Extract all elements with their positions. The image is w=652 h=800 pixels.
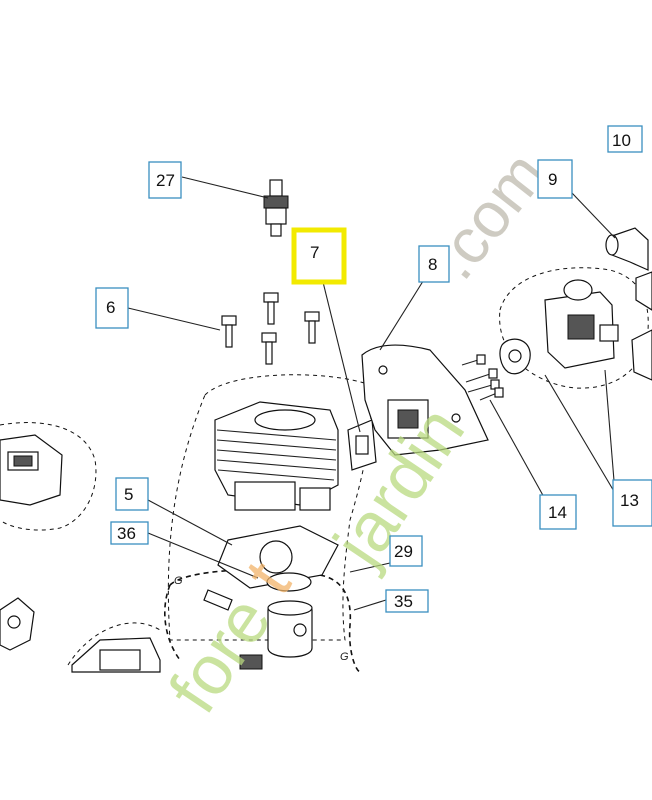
label-6: 6 (95, 287, 129, 329)
crankcase-group-outline-left (164, 584, 181, 661)
marker-g-left: G (174, 575, 183, 587)
muffler-part (0, 434, 63, 506)
label-29: 29 (389, 535, 423, 567)
label-36: 36 (110, 521, 149, 545)
svg-text:27: 27 (156, 171, 175, 190)
svg-text:35: 35 (394, 592, 413, 611)
piston-part (267, 600, 313, 658)
ignition-module-part (0, 597, 35, 651)
watermark-fore: fore (154, 583, 286, 727)
intake-baffle-part (361, 344, 489, 456)
cylinder-group-outline (167, 374, 372, 641)
carburetor-bolts-part (461, 354, 504, 401)
cylinder-screws-part (221, 292, 320, 365)
muffler-group-outline (0, 422, 97, 531)
label-7-highlighted: 7 (291, 227, 347, 285)
wrist-pin-part (203, 589, 233, 611)
label-10: 10 (607, 125, 643, 153)
spark-plug-part (263, 179, 289, 237)
cylinder-gasket-part (217, 525, 339, 589)
intake-gasket-part (347, 419, 377, 471)
leader-lines (127, 176, 616, 611)
svg-text:29: 29 (394, 542, 413, 561)
svg-text:13: 13 (620, 491, 639, 510)
marker-g-right: G (340, 651, 349, 663)
carburetor-part (499, 279, 619, 375)
right-edge-parts (631, 271, 652, 381)
svg-text:9: 9 (548, 170, 557, 189)
label-35: 35 (385, 589, 429, 613)
svg-text:5: 5 (124, 485, 133, 504)
lower-left-outline (67, 622, 161, 666)
label-14: 14 (539, 494, 577, 530)
label-9: 9 (537, 159, 573, 199)
label-8: 8 (418, 245, 450, 283)
label-27: 27 (148, 161, 182, 199)
svg-text:36: 36 (117, 524, 136, 543)
svg-text:8: 8 (428, 255, 437, 274)
piston-ring-part (266, 572, 312, 592)
svg-text:7: 7 (310, 243, 319, 262)
label-5: 5 (115, 477, 149, 511)
fuel-fitting-part (605, 227, 649, 271)
svg-text:14: 14 (548, 503, 567, 522)
crankcase-group-outline (169, 569, 361, 673)
label-13: 13 (612, 479, 652, 527)
crankcase-part (71, 637, 161, 673)
svg-text:6: 6 (106, 298, 115, 317)
svg-text:10: 10 (612, 131, 631, 150)
cylinder-part (214, 401, 339, 511)
needle-bearing-part (239, 654, 263, 670)
